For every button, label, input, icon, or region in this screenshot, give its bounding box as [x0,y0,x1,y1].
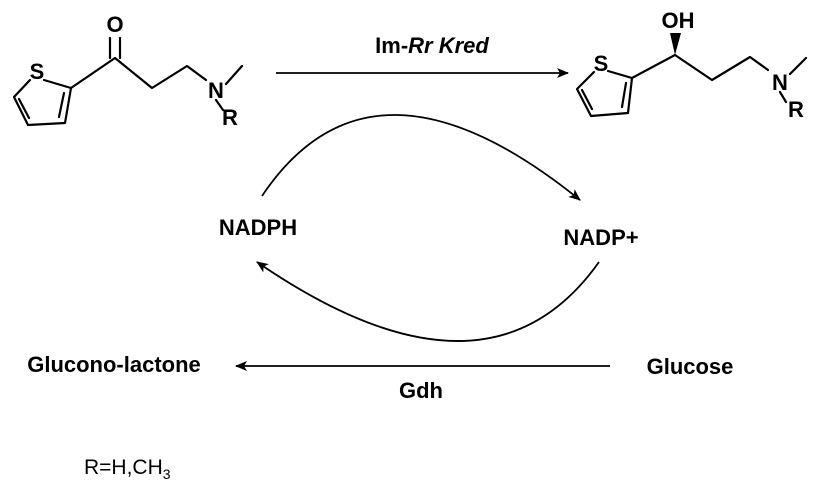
thiophene-ring-bonds [12,78,73,127]
nadph-to-nadp-arc-arrow [261,114,581,201]
product-nitrogen-atom: N [772,70,788,95]
product-sulfur-atom: S [594,51,609,76]
product-hydroxyl-group: OH [662,8,695,33]
glucono-lactone-label: Glucono-lactone [27,352,201,377]
nadph-label: NADPH [219,215,297,240]
product-r-group: R [788,97,804,122]
substrate-oxygen-atom: O [106,12,123,37]
nadp-plus-label: NADP+ [563,225,638,250]
stereo-wedge-bond [670,33,681,55]
ketone-double-bond [108,36,122,60]
product-thiophene-double-bonds [580,81,628,111]
substrate-sulfur-atom: S [30,59,45,84]
nadp-to-nadph-arc-arrow [256,261,600,342]
substrate-r-group: R [222,105,238,130]
gdh-enzyme-label: Gdh [399,378,443,403]
thiophene-double-bonds [17,91,66,120]
enzyme-label-prefix: Im- [375,33,408,58]
product-chain-bonds [630,53,808,104]
substrate-molecule: S O N R [12,12,244,130]
product-molecule: S OH N R [575,8,808,122]
r-group-definition: R=H,CH3 [84,456,171,482]
substrate-nitrogen-atom: N [208,78,224,103]
enzyme-label-italic: Rr Kred [408,33,489,58]
r-group-definition-main: R=H,CH [84,456,163,479]
substrate-chain-bonds [69,56,244,112]
r-group-definition-subscript: 3 [163,466,171,482]
enzyme-label: Im-Rr Kred [375,33,489,58]
product-thiophene-ring-bonds [575,69,634,118]
glucose-label: Glucose [647,354,734,379]
